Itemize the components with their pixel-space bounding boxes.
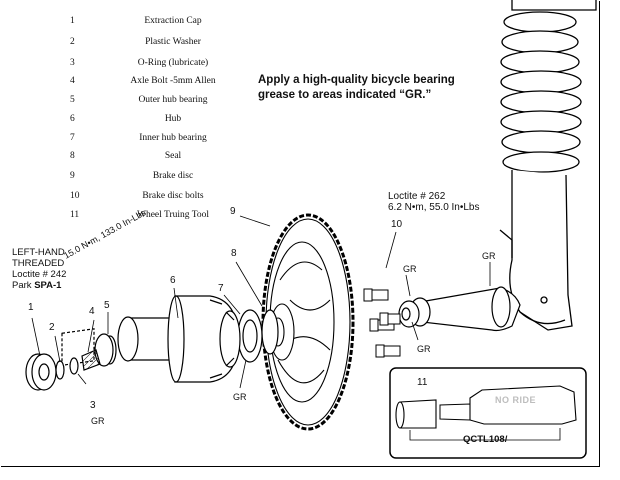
parts-list-item: 3 O-Ring (lubricate): [58, 58, 228, 72]
disc-bolt-loctite: Loctite # 262: [388, 191, 446, 202]
parts-list-item: 4 Axle Bolt -5mm Allen: [58, 76, 228, 90]
disc-bolt-torque: Loctite # 262 6.2 N•m, 55.0 In•Lbs: [388, 191, 480, 213]
callout-8: 8: [231, 248, 237, 259]
part-name: Inner hub bearing: [139, 133, 207, 143]
small-parts: [25, 328, 117, 391]
grease-mark: GR: [417, 344, 431, 354]
part-name: O-Ring (lubricate): [137, 58, 209, 68]
part-name: Plastic Washer: [145, 37, 201, 47]
callout-5: 5: [104, 300, 110, 311]
parts-list-item: 1 Extraction Cap: [58, 16, 228, 30]
callout-9: 9: [230, 206, 236, 217]
part-number: 11: [70, 210, 80, 220]
part-name: Axle Bolt -5mm Allen: [130, 76, 216, 86]
grease-mark: GR: [403, 264, 417, 274]
callout-10: 10: [391, 219, 403, 230]
part-number: 8: [70, 151, 75, 161]
part-number: 2: [70, 37, 75, 47]
thread-note-line: THREADED: [12, 258, 65, 269]
part-number: 7: [70, 133, 75, 143]
part-name: Wheel Truing Tool: [137, 210, 209, 220]
part-name: Outer hub bearing: [138, 95, 208, 105]
callout-4: 4: [89, 306, 95, 317]
thread-note-line: LEFT-HAND: [12, 247, 65, 258]
fork-leg: [499, 0, 597, 331]
parts-list-item: 10 Brake disc bolts: [58, 191, 228, 205]
grease-mark: GR: [482, 251, 496, 261]
part-number: 3: [70, 58, 75, 68]
parts-list-item: 11 Wheel Truing Tool: [58, 210, 228, 224]
part-name: Extraction Cap: [144, 16, 202, 26]
parts-list-item: 9 Brake disc: [58, 171, 228, 185]
part-name: Seal: [164, 151, 182, 161]
part-name: Hub: [164, 114, 182, 124]
thread-note-line: Loctite # 242: [12, 269, 67, 280]
callout-2: 2: [49, 322, 55, 333]
brake-disc-bolts: [363, 288, 401, 358]
callout-1: 1: [28, 302, 34, 313]
tool-part-code: QCTL108/: [463, 434, 508, 445]
tool-code: SPA-1: [34, 280, 62, 291]
part-number: 1: [70, 16, 75, 26]
seal-and-inner-bearing: [237, 309, 279, 363]
grease-mark: GR: [91, 416, 105, 426]
parts-list-item: 5 Outer hub bearing: [58, 95, 228, 109]
parts-list-item: 8 Seal: [58, 151, 228, 165]
callout-7: 7: [218, 283, 224, 294]
parts-list-item: 2 Plastic Washer: [58, 37, 228, 51]
part-number: 10: [70, 191, 80, 201]
parts-list-item: 7 Inner hub bearing: [58, 133, 228, 147]
left-hand-thread-note: LEFT-HAND THREADED Loctite # 242 Park SP…: [12, 247, 66, 291]
part-number: 6: [70, 114, 75, 124]
part-name: Brake disc: [152, 171, 194, 181]
part-number: 9: [70, 171, 75, 181]
callout-3: 3: [90, 400, 96, 411]
truing-tool-inset: [389, 367, 587, 459]
grease-mark: GR: [233, 392, 247, 402]
diagram-frame: [1, 1, 600, 467]
part-number: 5: [70, 95, 75, 105]
axle: [398, 286, 521, 332]
parts-list-item: 6 Hub: [58, 114, 228, 128]
grease-note: Apply a high-quality bicycle bearing gre…: [258, 74, 455, 101]
part-name: Brake disc bolts: [142, 191, 204, 201]
part-number: 4: [70, 76, 75, 86]
callout-6: 6: [170, 275, 176, 286]
leader-lines: [31, 215, 491, 389]
disc-bolt-torque-value: 6.2 N•m, 55.0 In•Lbs: [388, 202, 480, 213]
tool-prefix: Park: [12, 280, 35, 291]
hub: [117, 295, 241, 383]
thread-note-tool: Park SPA-1: [12, 280, 66, 291]
callout-11: 11: [417, 377, 428, 388]
tool-noride-marking: NO RIDE: [495, 395, 537, 405]
